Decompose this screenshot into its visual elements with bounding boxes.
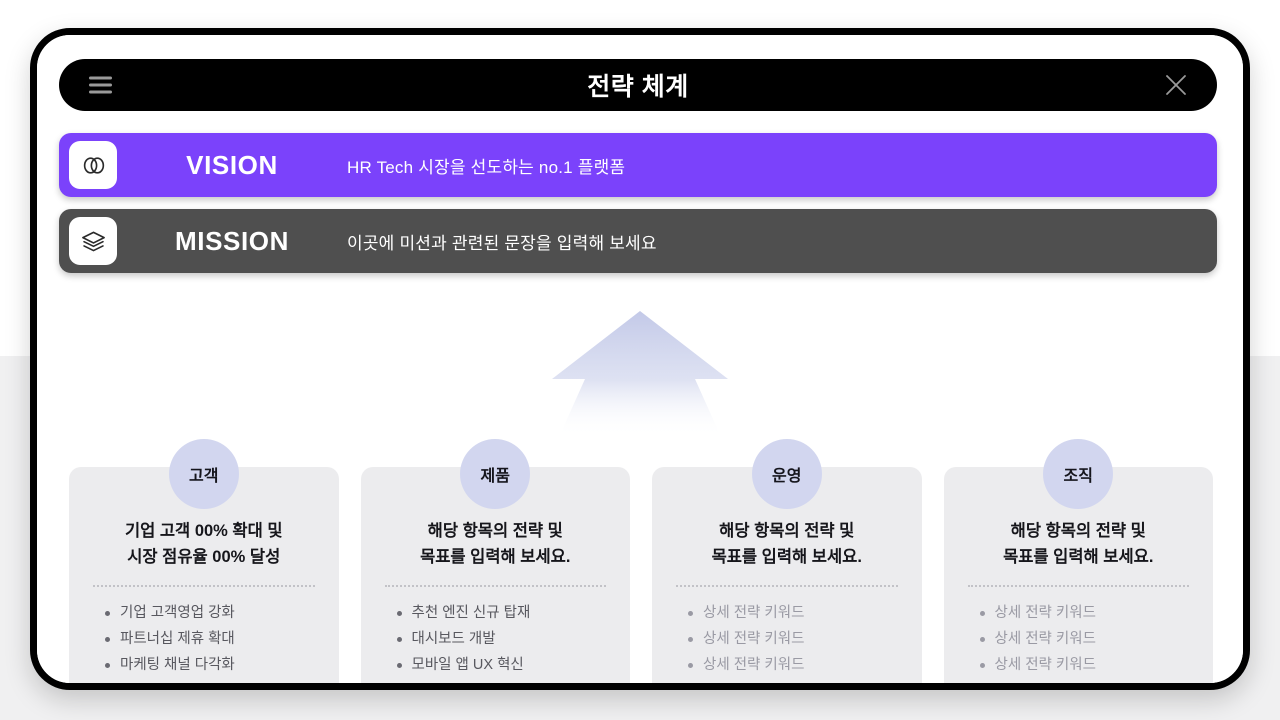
pillar-bubble[interactable]: 조직 [1043,439,1114,509]
device-frame: 전략 체계 VISION HR Tech 시장을 선도하는 no.1 플랫폼 [30,28,1250,690]
list-item[interactable]: 상세 전략 키워드 [979,627,1196,653]
vision-text[interactable]: HR Tech 시장을 선도하는 no.1 플랫폼 [347,157,626,177]
list-item[interactable]: 기업 고객영업 강화 [105,601,321,627]
pillar-columns: 고객 기업 고객 00% 확대 및 시장 점유율 00% 달성 기업 고객영업 … [69,439,1213,683]
pillar-keyword-list: 상세 전략 키워드 상세 전략 키워드 상세 전략 키워드 [670,601,904,678]
list-item[interactable]: 상세 전략 키워드 [979,601,1196,627]
pillar-headline: 해당 항목의 전략 및 목표를 입력해 보세요. [711,522,862,566]
pillar-keyword-list: 상세 전략 키워드 상세 전략 키워드 상세 전략 키워드 [962,601,1196,678]
pillar-divider [676,585,898,588]
app-viewport: 전략 체계 VISION HR Tech 시장을 선도하는 no.1 플랫폼 [37,35,1243,683]
pillar-column-customer: 고객 기업 고객 00% 확대 및 시장 점유율 00% 달성 기업 고객영업 … [69,439,339,683]
pillar-column-product: 제품 해당 항목의 전략 및 목표를 입력해 보세요. 추천 엔진 신규 탑재 … [360,439,630,683]
vision-row[interactable]: VISION HR Tech 시장을 선도하는 no.1 플랫폼 [59,133,1217,197]
list-item[interactable]: 모바일 앱 UX 혁신 [396,653,613,679]
list-item[interactable]: 상세 전략 키워드 [688,653,904,679]
list-item[interactable]: 상세 전략 키워드 [688,627,904,653]
pillar-bubble-label: 고객 [189,468,219,485]
pillar-headline: 해당 항목의 전략 및 목표를 입력해 보세요. [1003,522,1154,566]
mission-text[interactable]: 이곳에 미션과 관련된 문장을 입력해 보세요 [347,233,657,253]
page-title: 전략 체계 [587,73,689,101]
close-icon[interactable] [1163,72,1189,98]
pillar-divider [384,585,606,588]
list-item[interactable]: 상세 전략 키워드 [979,653,1196,679]
hamburger-icon[interactable] [89,76,112,94]
pillar-bubble-label: 조직 [1063,468,1093,485]
list-item[interactable]: 추천 엔진 신규 탑재 [396,601,613,627]
list-item[interactable]: 상세 전략 키워드 [688,601,904,627]
pillar-headline: 기업 고객 00% 확대 및 시장 점유율 00% 달성 [124,522,283,566]
list-item[interactable]: 대시보드 개발 [396,627,613,653]
pillar-bubble-label: 제품 [480,468,510,485]
arrow-up-icon [545,307,735,437]
link-icon [69,141,117,189]
pillar-column-organization: 조직 해당 항목의 전략 및 목표를 입력해 보세요. 상세 전략 키워드 상세… [943,439,1213,683]
titlebar: 전략 체계 [59,59,1217,111]
pillar-card[interactable]: 해당 항목의 전략 및 목표를 입력해 보세요. 추천 엔진 신규 탑재 대시보… [360,467,630,683]
list-item[interactable]: 파트너십 제휴 확대 [105,627,321,653]
pillar-divider [93,585,315,588]
pillar-bubble[interactable]: 고객 [168,439,239,509]
vision-label: VISION [186,149,278,180]
pillar-keyword-list: 기업 고객영업 강화 파트너십 제휴 확대 마케팅 채널 다각화 [87,601,321,678]
pillar-bubble[interactable]: 운영 [751,439,822,509]
pillar-bubble[interactable]: 제품 [460,439,531,509]
mission-row[interactable]: MISSION 이곳에 미션과 관련된 문장을 입력해 보세요 [59,209,1217,273]
pillar-bubble-label: 운영 [772,468,802,485]
mission-label: MISSION [175,225,289,256]
pillar-keyword-list: 추천 엔진 신규 탑재 대시보드 개발 모바일 앱 UX 혁신 [379,601,613,678]
pillar-headline: 해당 항목의 전략 및 목표를 입력해 보세요. [420,522,571,566]
layers-icon [69,217,117,265]
pillar-column-operations: 운영 해당 항목의 전략 및 목표를 입력해 보세요. 상세 전략 키워드 상세… [652,439,922,683]
pillar-divider [967,585,1189,588]
list-item[interactable]: 마케팅 채널 다각화 [105,653,321,679]
